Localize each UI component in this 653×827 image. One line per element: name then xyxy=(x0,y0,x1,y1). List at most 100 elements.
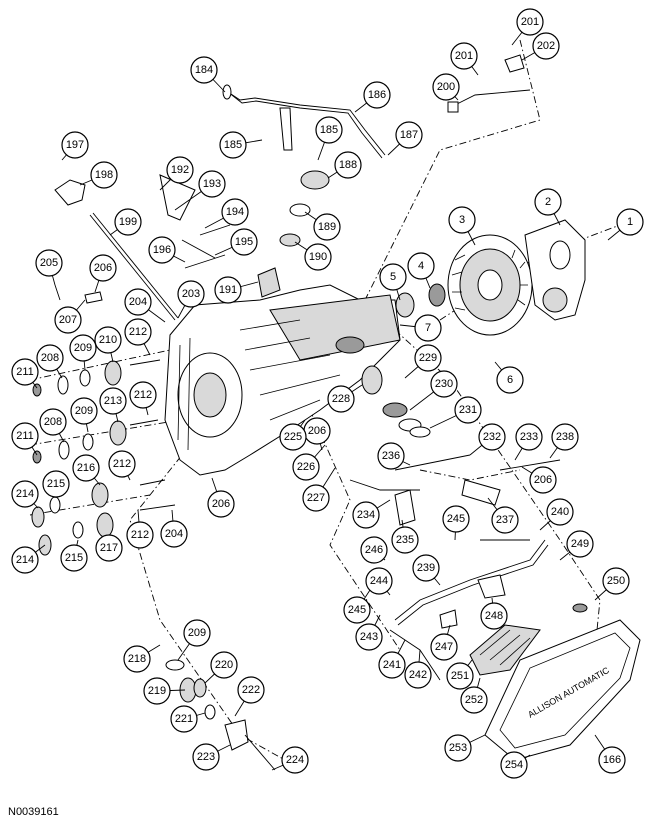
callout-number: 207 xyxy=(59,314,77,326)
callout-bubble xyxy=(11,546,39,574)
callout-bubble xyxy=(566,530,594,558)
callout-number: 199 xyxy=(119,216,137,228)
callout-bubble xyxy=(279,423,307,451)
callout-bubble xyxy=(355,623,383,651)
callout-number: 235 xyxy=(396,534,414,546)
callout-bubble xyxy=(170,705,198,733)
callout-212: 212 xyxy=(126,521,154,549)
callout-215: 215 xyxy=(42,470,70,498)
callout-number: 244 xyxy=(370,575,388,587)
callout-251: 251 xyxy=(446,662,474,690)
callout-bubble xyxy=(412,554,440,582)
callout-bubble xyxy=(302,484,330,512)
callout-6: 6 xyxy=(496,366,524,394)
callout-187: 187 xyxy=(395,121,423,149)
callout-number: 1 xyxy=(627,216,633,228)
callout-number: 227 xyxy=(307,492,325,504)
upper-left-parts xyxy=(54,174,231,321)
callout-bubble xyxy=(99,387,127,415)
callout-212: 212 xyxy=(124,318,152,346)
callout-1: 1 xyxy=(616,208,644,236)
callout-246: 246 xyxy=(360,536,388,564)
callout-205: 205 xyxy=(35,249,63,277)
callout-number: 187 xyxy=(400,129,418,141)
callout-number: 236 xyxy=(382,450,400,462)
callout-bubble xyxy=(500,751,528,779)
callout-bubble xyxy=(430,633,458,661)
callout-number: 200 xyxy=(437,81,455,93)
callout-238: 238 xyxy=(551,423,579,451)
callout-bubble xyxy=(534,188,562,216)
callout-198: 198 xyxy=(90,161,118,189)
callout-number: 188 xyxy=(339,159,357,171)
sensor-harness xyxy=(447,54,531,113)
callout-bubble xyxy=(442,505,470,533)
callout-bubble xyxy=(546,498,574,526)
callout-245: 245 xyxy=(343,596,371,624)
callout-bubble xyxy=(454,396,482,424)
callout-number: 198 xyxy=(95,169,113,181)
callout-number: 208 xyxy=(44,416,62,428)
callout-3: 3 xyxy=(448,206,476,234)
callout-bubble xyxy=(334,151,362,179)
callout-bubble xyxy=(532,32,560,60)
callout-197: 197 xyxy=(61,131,89,159)
callout-number: 245 xyxy=(348,604,366,616)
callout-number: 212 xyxy=(129,326,147,338)
callout-bubble xyxy=(198,170,226,198)
callout-192: 192 xyxy=(166,156,194,184)
callout-number: 241 xyxy=(383,659,401,671)
callout-number: 201 xyxy=(455,50,473,62)
callout-number: 214 xyxy=(16,554,34,566)
callout-number: 243 xyxy=(360,631,378,643)
callout-number: 201 xyxy=(521,16,539,28)
left-gear-stacks xyxy=(31,359,176,556)
callout-number: 209 xyxy=(74,342,92,354)
callout-bubble xyxy=(237,676,265,704)
callout-bubble xyxy=(108,450,136,478)
callout-number: 212 xyxy=(134,389,152,401)
callout-bubble xyxy=(444,734,472,762)
callout-226: 226 xyxy=(292,453,320,481)
callout-number: 219 xyxy=(148,685,166,697)
callout-number: 214 xyxy=(16,488,34,500)
callout-239: 239 xyxy=(412,554,440,582)
callout-bubble xyxy=(42,470,70,498)
callout-bubble xyxy=(60,544,88,572)
pto-parts xyxy=(165,659,276,771)
callout-bubble xyxy=(124,288,152,316)
callout-7: 7 xyxy=(414,314,442,342)
callout-bubble xyxy=(529,466,557,494)
callout-bubble xyxy=(496,366,524,394)
transmission-case xyxy=(164,284,401,476)
callout-number: 2 xyxy=(545,196,551,208)
callout-247: 247 xyxy=(430,633,458,661)
callout-242: 242 xyxy=(404,661,432,689)
callout-number: 248 xyxy=(485,610,503,622)
callout-199: 199 xyxy=(114,208,142,236)
callout-number: 6 xyxy=(507,374,513,386)
callout-bubble xyxy=(210,651,238,679)
callout-211: 211 xyxy=(11,422,39,450)
callout-bubble xyxy=(95,534,123,562)
callout-bubble xyxy=(352,501,380,529)
callout-bubble xyxy=(89,254,117,282)
callout-bubble xyxy=(207,490,235,518)
callout-bubble xyxy=(395,121,423,149)
callout-231: 231 xyxy=(454,396,482,424)
cooler-lines xyxy=(389,539,549,681)
callout-254: 254 xyxy=(500,751,528,779)
callout-bubble xyxy=(69,334,97,362)
callout-252: 252 xyxy=(460,686,488,714)
callout-number: 224 xyxy=(286,754,304,766)
callout-number: 211 xyxy=(16,430,34,442)
figure-id: N0039161 xyxy=(8,806,59,818)
callout-234: 234 xyxy=(352,501,380,529)
callout-bubble xyxy=(61,131,89,159)
callout-number: 206 xyxy=(94,262,112,274)
callout-bubble xyxy=(602,567,630,595)
callout-number: 218 xyxy=(128,653,146,665)
callout-bubble xyxy=(450,42,478,70)
callout-bubble xyxy=(360,536,388,564)
dipstick-tube xyxy=(222,84,386,159)
